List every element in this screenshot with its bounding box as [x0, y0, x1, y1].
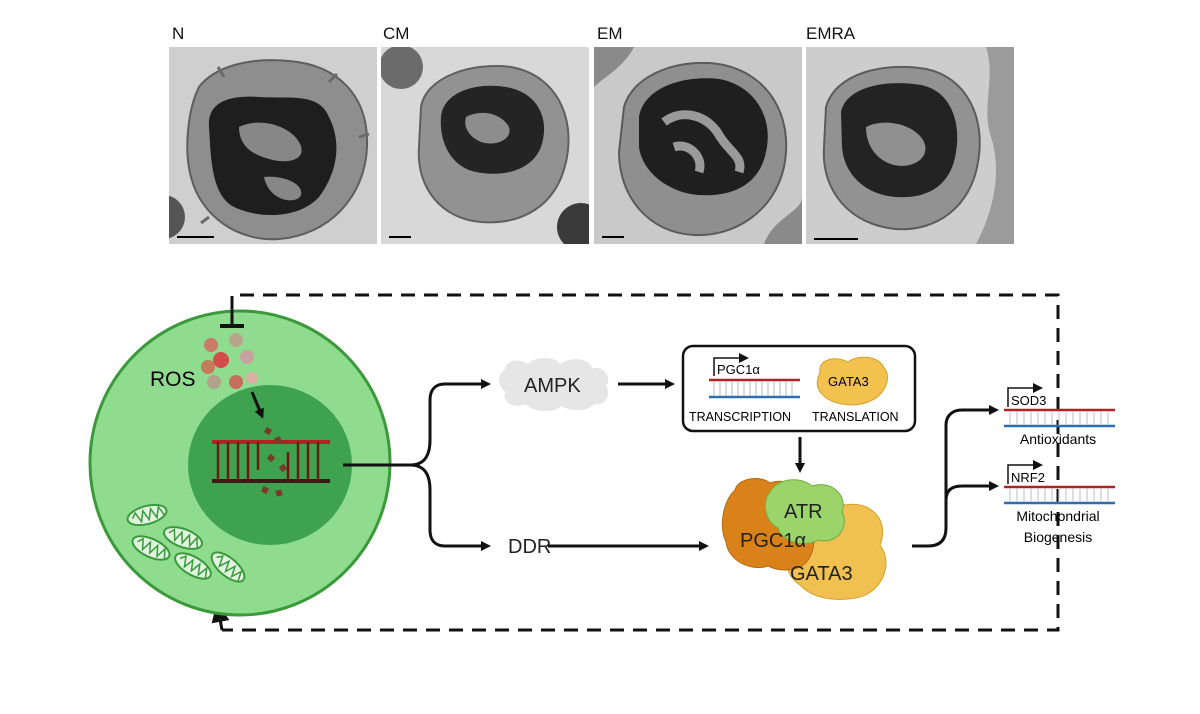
ampk-label: AMPK: [524, 375, 581, 397]
transcription-translation-box: PGC1α TRANSCRIPTION GATA3 TRANSLATION: [681, 344, 917, 433]
nucleus: [188, 385, 352, 545]
panel-label-emra: EMRA: [806, 24, 856, 43]
protein-complex: ATR PGC1α GATA3: [721, 478, 887, 600]
complex-to-sod3-arrow: [912, 405, 999, 548]
ddr-label: DDR: [508, 536, 551, 558]
sod3-caption: Antioxidants: [1020, 431, 1096, 447]
gata3-small-label: GATA3: [828, 374, 869, 389]
nrf2-gene-label: NRF2: [1011, 470, 1045, 485]
panel-label-n: N: [172, 24, 185, 43]
pgc1a-complex-label: PGC1α: [740, 530, 806, 552]
ampk-node: AMPK: [499, 358, 609, 412]
nrf2-promoter-arrow-icon: [1007, 460, 1043, 484]
branch-arrow-ddr: [409, 463, 491, 551]
mitochondria-icons: [126, 503, 246, 583]
micrograph-n: [169, 47, 377, 244]
transcription-label: TRANSCRIPTION: [689, 410, 791, 424]
branch-arrow-ampk: [343, 379, 491, 467]
cell: ROS: [88, 309, 392, 617]
promoter-arrow-icon: [713, 353, 749, 376]
micrograph-em: [594, 47, 802, 244]
gata3-protein-icon: [816, 356, 888, 406]
sod3-gene-label: SOD3: [1011, 393, 1046, 408]
translation-label: TRANSLATION: [812, 410, 899, 424]
sod3-target: SOD3 Antioxidants: [1004, 383, 1115, 447]
nrf2-caption-line-1: Mitochondrial: [1016, 508, 1099, 524]
ros-particles: [201, 333, 258, 389]
pgc1a-gene-label: PGC1α: [717, 362, 760, 377]
gata3-complex-label: GATA3: [790, 563, 853, 585]
panel-label-cm: CM: [383, 24, 410, 43]
feedback-loop-line: [222, 293, 1060, 632]
nrf2-caption-line-2: Biogenesis: [1024, 529, 1093, 545]
micrograph-cm: [381, 47, 589, 244]
damaged-dna-icon: [212, 426, 330, 497]
nrf2-target: NRF2 Mitochondrial Biogenesis: [1004, 460, 1115, 545]
micrograph-emra: [806, 47, 1014, 244]
ros-label: ROS: [150, 368, 196, 391]
atr-label: ATR: [784, 501, 823, 523]
ros-arrow: [250, 391, 264, 419]
atr-protein: [764, 479, 845, 544]
sod3-promoter-arrow-icon: [1007, 383, 1043, 407]
complex-to-nrf2-arrow: [944, 481, 999, 501]
panel-label-em: EM: [597, 24, 623, 43]
